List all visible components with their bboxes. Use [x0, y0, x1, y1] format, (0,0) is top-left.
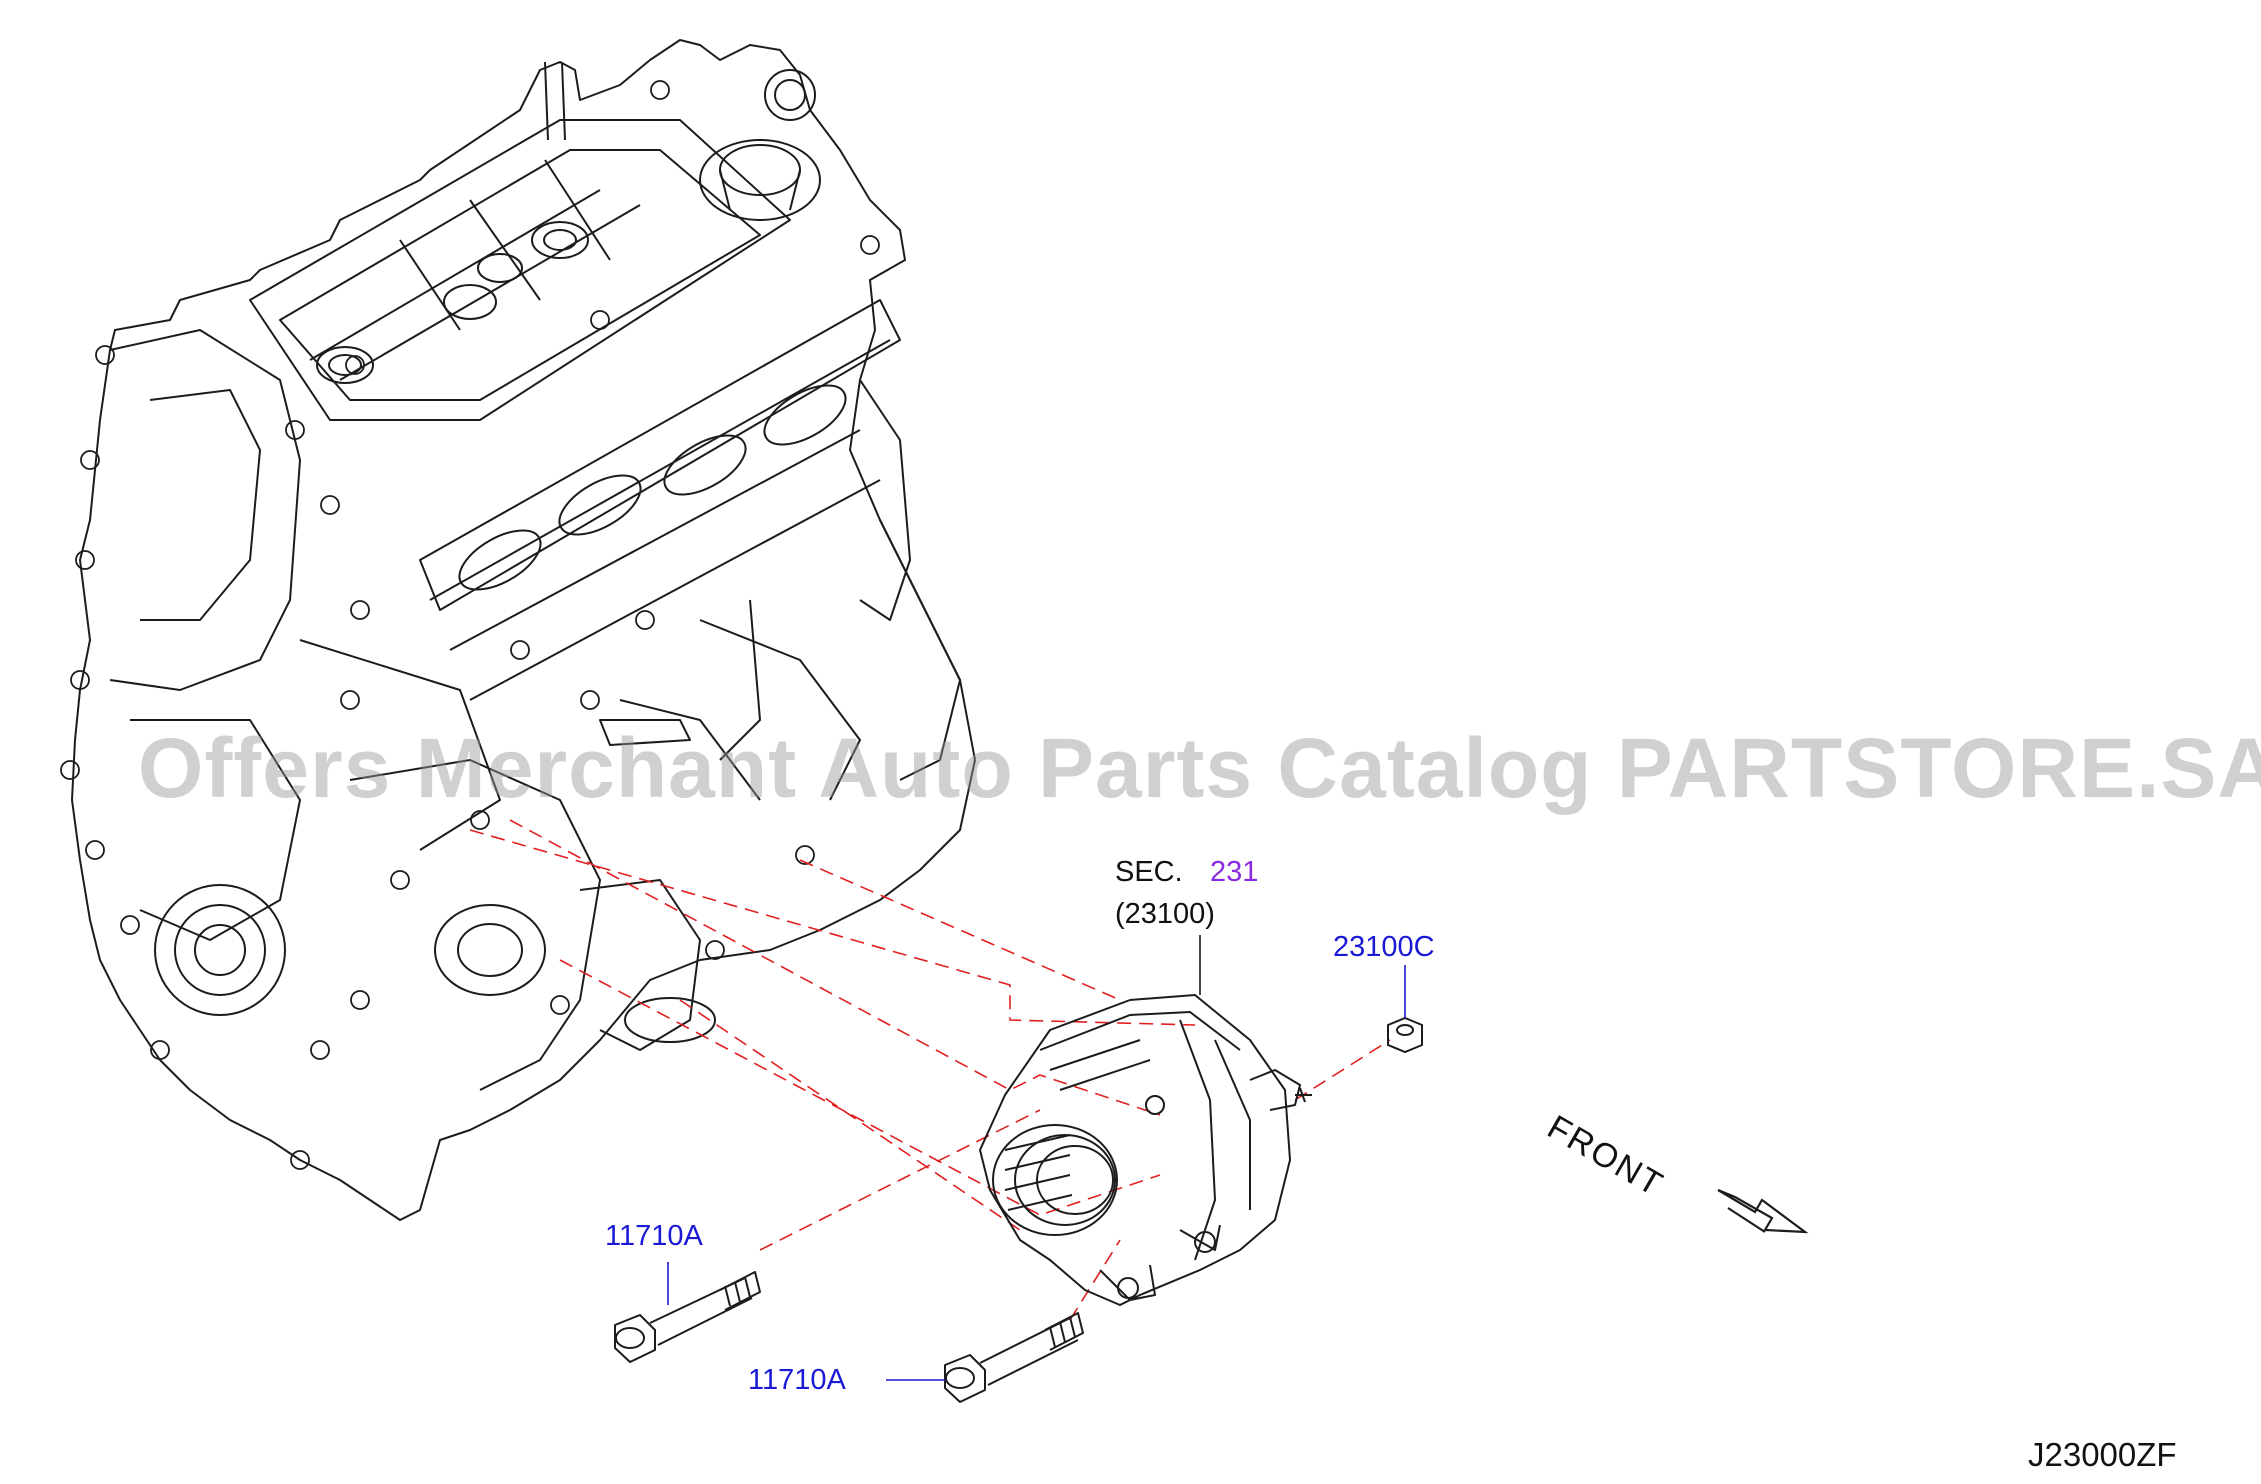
part-number-11710A-upper[interactable]: 11710A: [605, 1220, 703, 1252]
bolt-lower-drawing: [944, 1312, 1084, 1403]
alternator-drawing: [979, 994, 1312, 1306]
front-arrow-icon: [1717, 1188, 1809, 1234]
diagram-code: J23000ZF: [2028, 1436, 2177, 1473]
section-prefix: SEC.: [1115, 856, 1183, 888]
engine-block-drawing: [60, 39, 976, 1221]
section-part-number: (23100): [1115, 898, 1215, 930]
nut-23100C-drawing: [1387, 1016, 1423, 1054]
assembly-guide-lines: [469, 819, 1391, 1321]
leader-lines: [667, 965, 1406, 1381]
part-number-23100C[interactable]: 23100C: [1333, 931, 1435, 963]
bolt-upper-drawing: [614, 1271, 761, 1363]
part-number-11710A-lower[interactable]: 11710A: [748, 1364, 846, 1396]
watermark: Offers Merchant Auto Parts Catalog PARTS…: [138, 721, 2261, 815]
section-link-231[interactable]: 231: [1210, 856, 1259, 888]
